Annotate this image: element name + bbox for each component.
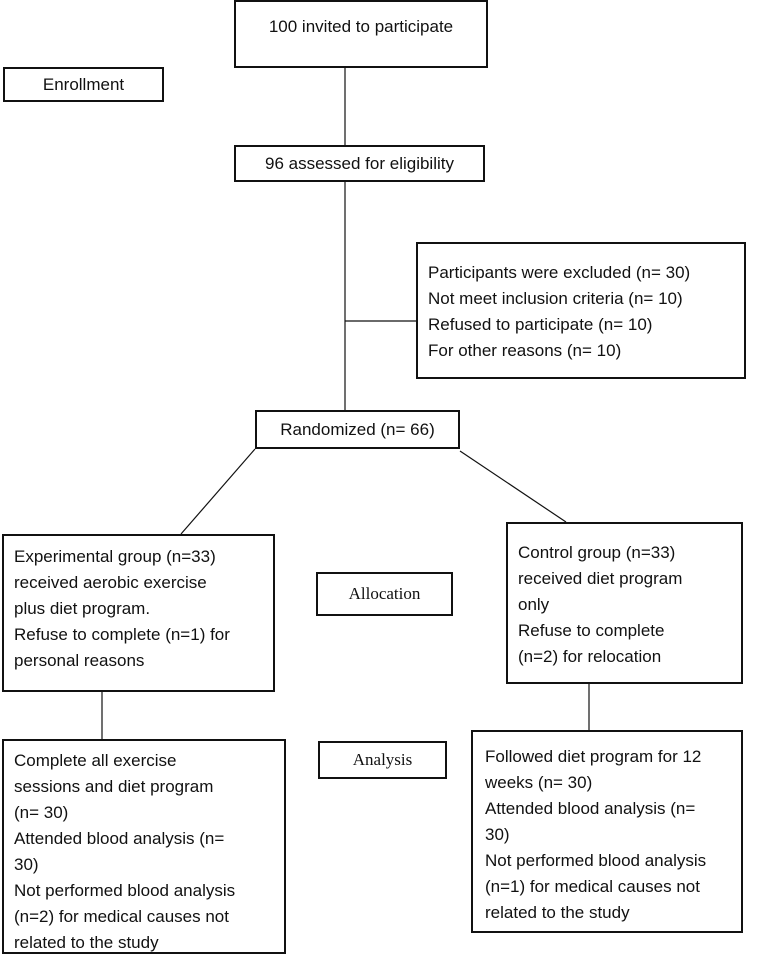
excluded-line: Refused to participate (n= 10) — [428, 315, 653, 334]
experimental-allocation-line: personal reasons — [14, 651, 145, 670]
control-allocation-line: only — [518, 595, 550, 614]
experimental-analysis-line: related to the study — [14, 933, 159, 952]
control-analysis-line: related to the study — [485, 903, 630, 922]
excluded-line: Not meet inclusion criteria (n= 10) — [428, 289, 683, 308]
experimental-analysis-line: sessions and diet program — [14, 777, 214, 796]
control-allocation-line: Refuse to complete — [518, 621, 665, 640]
experimental-analysis-line: Not performed blood analysis — [14, 881, 236, 900]
experimental-analysis-line: 30) — [14, 855, 39, 874]
control-allocation-box: Control group (n=33) received diet progr… — [506, 522, 743, 684]
control-analysis-line: weeks (n= 30) — [485, 773, 593, 792]
experimental-allocation-line: Refuse to complete (n=1) for — [14, 625, 230, 644]
invited-text: 100 invited to participate — [268, 17, 454, 36]
excluded-line: For other reasons (n= 10) — [428, 341, 622, 360]
enrollment-stage-label: Enrollment — [3, 67, 164, 102]
excluded-box: Participants were excluded (n= 30) Not m… — [416, 242, 746, 379]
control-allocation-line: Control group (n=33) — [518, 543, 676, 562]
control-analysis-line: Followed diet program for 12 — [485, 747, 702, 766]
connector-randomized-to-control — [459, 450, 567, 523]
control-analysis-line: Not performed blood analysis — [485, 851, 707, 870]
analysis-stage-label: Analysis — [318, 741, 447, 779]
experimental-allocation-line: plus diet program. — [14, 599, 151, 618]
experimental-allocation-line: received aerobic exercise — [14, 573, 207, 592]
experimental-analysis-line: Attended blood analysis (n= — [14, 829, 225, 848]
allocation-stage-label: Allocation — [316, 572, 453, 616]
experimental-analysis-line: Complete all exercise — [14, 751, 177, 770]
experimental-allocation-line: Experimental group (n=33) — [14, 547, 216, 566]
invited-box: 100 invited to participate — [234, 0, 488, 68]
experimental-analysis-line: (n=2) for medical causes not — [14, 907, 229, 926]
experimental-analysis-line: (n= 30) — [14, 803, 69, 822]
analysis-label-text: Analysis — [352, 750, 413, 769]
experimental-analysis-box: Complete all exercise sessions and diet … — [2, 739, 286, 954]
control-analysis-line: Attended blood analysis (n= — [485, 799, 696, 818]
randomized-text: Randomized (n= 66) — [280, 419, 435, 439]
connector-randomized-to-experimental — [180, 448, 256, 535]
experimental-allocation-box: Experimental group (n=33) received aerob… — [2, 534, 275, 692]
assessed-box: 96 assessed for eligibility — [234, 145, 485, 182]
assessed-text: 96 assessed for eligibility — [265, 153, 454, 173]
enrollment-label-text: Enrollment — [42, 74, 125, 94]
excluded-line: Participants were excluded (n= 30) — [428, 263, 691, 282]
control-analysis-line: (n=1) for medical causes not — [485, 877, 700, 896]
control-allocation-line: received diet program — [518, 569, 683, 588]
control-analysis-line: 30) — [485, 825, 510, 844]
control-analysis-box: Followed diet program for 12 weeks (n= 3… — [471, 730, 743, 933]
randomized-box: Randomized (n= 66) — [255, 410, 460, 449]
allocation-label-text: Allocation — [348, 584, 421, 603]
control-allocation-line: (n=2) for relocation — [518, 647, 662, 666]
